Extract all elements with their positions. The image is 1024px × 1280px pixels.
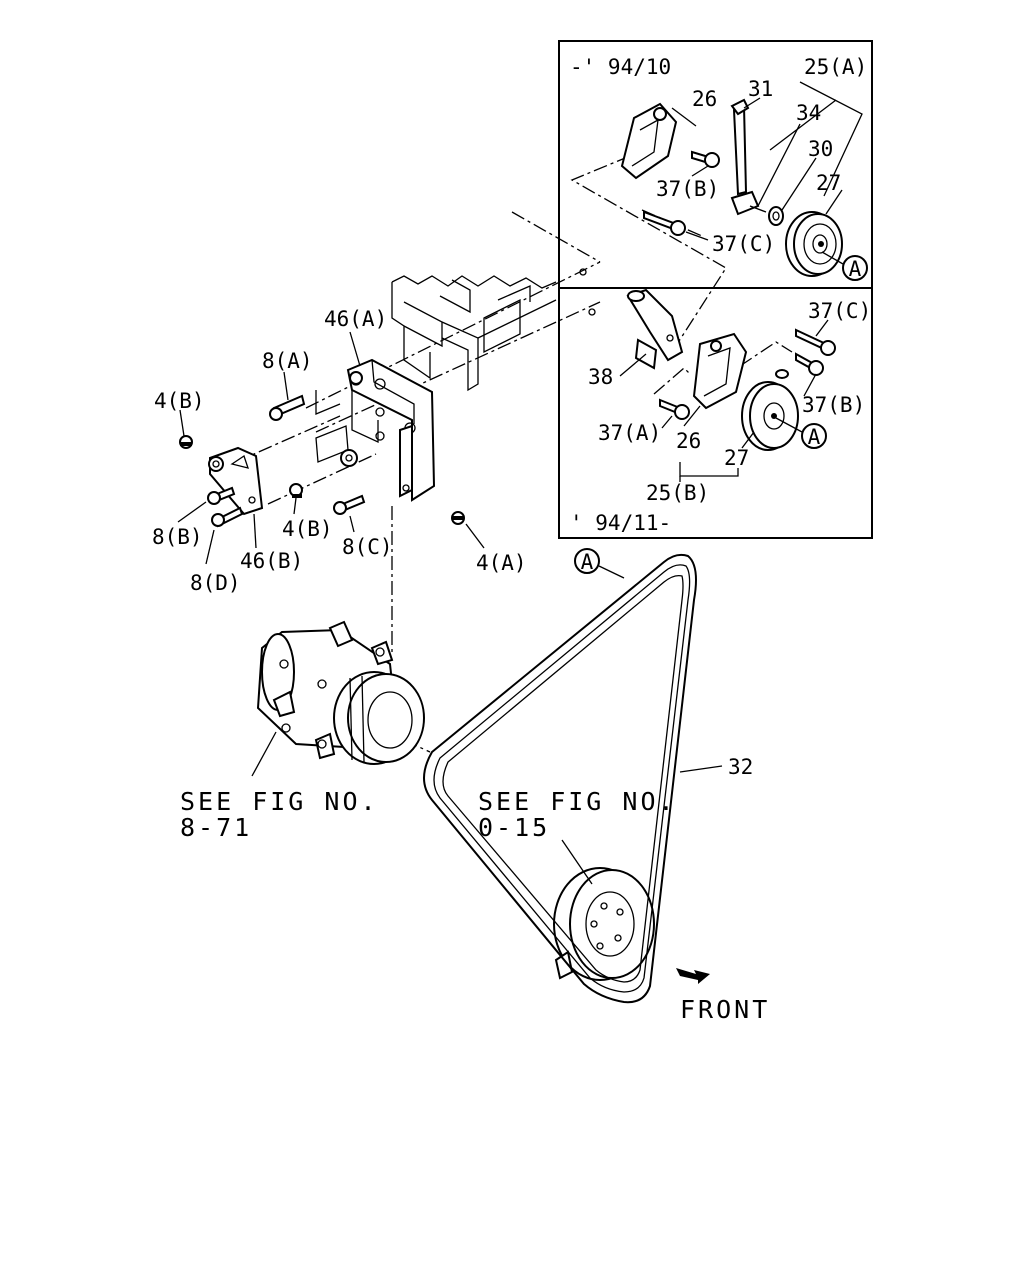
inset-frame <box>558 40 873 539</box>
circle-ref-a-belt: A <box>574 548 625 579</box>
engine-block-outline <box>391 268 596 392</box>
callout-leaders <box>177 81 863 885</box>
spacer-34 <box>730 190 767 216</box>
circle-ref-a-bot: A <box>775 417 827 449</box>
callout-labels: 25(A) 26 31 34 30 27 37(B) 37(C) 37(C) 3… <box>152 55 871 779</box>
callout-8c: 8(C) <box>342 535 393 559</box>
see-fig-left: SEE FIG NO. 8-71 <box>180 787 379 842</box>
bolt-37c-bot <box>795 328 836 356</box>
bolt-37c-top <box>643 210 686 236</box>
idler-pulley-27-bot <box>741 369 799 451</box>
see-fig-left-line2: 8-71 <box>180 813 252 842</box>
circle-ref-a-belt-text: A <box>581 550 594 574</box>
bolt-4b-mid <box>289 483 303 498</box>
circle-ref-a-top: A <box>821 251 868 281</box>
callout-38: 38 <box>588 365 613 389</box>
see-fig-right-line1: SEE FIG NO. <box>478 787 677 816</box>
drive-belt-32 <box>423 553 697 1004</box>
callout-37c-bot: 37(C) <box>808 299 871 323</box>
front-indicator: FRONT <box>676 968 770 1024</box>
callout-8b: 8(B) <box>152 525 203 549</box>
callout-4a: 4(A) <box>476 551 527 575</box>
mounting-plate-46b <box>208 446 264 516</box>
callout-26-bot: 26 <box>676 429 701 453</box>
front-arrow-icon <box>676 968 710 984</box>
callout-26-top: 26 <box>692 87 717 111</box>
bolt-8d <box>211 506 244 528</box>
pivot-38 <box>626 288 684 370</box>
bolt-8b <box>207 486 236 505</box>
callout-37c-top: 37(C) <box>712 232 775 256</box>
callout-25a: 25(A) <box>804 55 867 79</box>
callout-34: 34 <box>796 101 821 125</box>
callout-27-top: 27 <box>816 171 841 195</box>
circle-ref-a-top-text: A <box>849 257 862 281</box>
bolt-46a-stud <box>349 371 363 385</box>
callout-8a: 8(A) <box>262 349 313 373</box>
callout-46b: 46(B) <box>240 549 303 573</box>
idler-bracket-26-top <box>620 102 678 180</box>
callout-37b-bot: 37(B) <box>802 393 865 417</box>
washer-30 <box>768 206 784 226</box>
idler-pulley-27-top <box>785 211 843 277</box>
bolt-4a <box>451 511 465 525</box>
callout-31: 31 <box>748 77 773 101</box>
mounting-bracket-46a <box>315 358 436 502</box>
bolt-37b-bot <box>795 352 824 376</box>
see-fig-right: SEE FIG NO. 0-15 <box>478 787 677 842</box>
crank-pulley <box>553 867 655 981</box>
inset-date-labels: -' 94/10 ' 94/11- <box>570 55 671 535</box>
callout-8d: 8(D) <box>190 571 241 595</box>
see-fig-left-line1: SEE FIG NO. <box>180 787 379 816</box>
callout-27-bot: 27 <box>724 446 749 470</box>
see-fig-right-line2: 0-15 <box>478 813 550 842</box>
circle-ref-a-bot-text: A <box>808 425 821 449</box>
callout-37b-top: 37(B) <box>656 177 719 201</box>
callout-30: 30 <box>808 137 833 161</box>
bolt-8a <box>269 394 306 421</box>
callout-4b-left: 4(B) <box>154 389 205 413</box>
bolt-4b-left <box>179 435 193 449</box>
date-range-bottom: ' 94/11- <box>570 511 671 535</box>
bolts-left <box>179 371 465 528</box>
callout-37a: 37(A) <box>598 421 661 445</box>
callout-46a: 46(A) <box>324 307 387 331</box>
bolt-37a <box>659 398 690 420</box>
front-label: FRONT <box>680 995 770 1024</box>
ac-compressor <box>256 620 425 765</box>
bolt-37b-top <box>691 150 720 168</box>
callout-32: 32 <box>728 755 753 779</box>
callout-4b-mid: 4(B) <box>282 517 333 541</box>
bolt-31 <box>730 98 750 196</box>
bolt-8c <box>333 494 366 515</box>
date-range-top: -' 94/10 <box>570 55 671 79</box>
idler-bracket-26-bot <box>692 332 748 410</box>
callout-25b: 25(B) <box>646 481 709 505</box>
